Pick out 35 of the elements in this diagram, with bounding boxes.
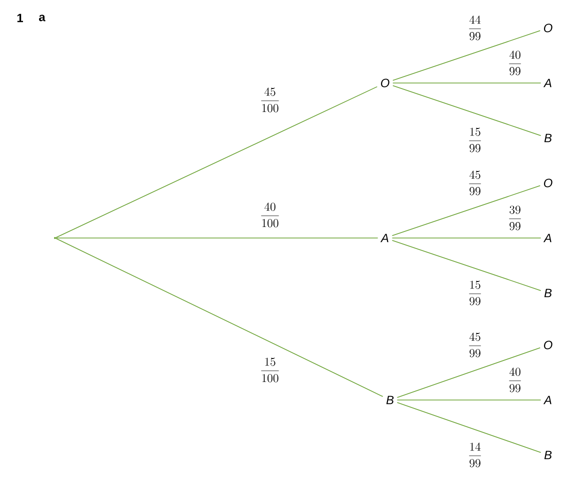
outcome-label: O (380, 78, 390, 88)
outcome-label: B (544, 288, 552, 298)
outcome-label: A (543, 396, 552, 404)
branch-line (392, 30, 541, 81)
probability-fraction: $\frac{15}{99}$ (466, 280, 484, 306)
probability-fraction: $\frac{45}{99}$ (466, 332, 484, 358)
probability-fraction: $\frac{45}{100}$ (259, 86, 282, 114)
outcome-label: B (544, 134, 552, 142)
branch-line (392, 82, 542, 84)
question-number: 1 (17, 14, 23, 22)
outcome-label: O (544, 24, 552, 32)
probability-fraction: $\frac{14}{99}$ (466, 442, 484, 468)
outcome-label: A (380, 234, 388, 242)
outcome-label: B (544, 450, 552, 460)
probability-fraction: $\frac{15}{100}$ (259, 356, 282, 384)
branch-line (56, 238, 384, 397)
outcome-label: O (544, 178, 552, 188)
outcome-label: O (544, 340, 552, 350)
branch-line (396, 402, 542, 453)
question-number: a (39, 14, 46, 22)
branch-line (56, 86, 378, 238)
probability-fraction: $\frac{15}{99}$ (466, 126, 484, 154)
probability-fraction: $\frac{44}{99}$ (466, 14, 484, 42)
probability-fraction: $\frac{40}{100}$ (259, 202, 282, 228)
probability-fraction: $\frac{45}{99}$ (466, 170, 484, 196)
branch-line (396, 347, 541, 398)
outcome-label: A (543, 234, 552, 242)
probability-fraction: $\frac{39}{99}$ (506, 204, 524, 232)
branch-line (392, 185, 541, 236)
probability-fraction: $\frac{40}{99}$ (506, 50, 524, 76)
branch-line (392, 240, 542, 291)
branch-line (392, 85, 542, 136)
outcome-label: B (386, 396, 394, 404)
probability-fraction: $\frac{40}{99}$ (506, 366, 524, 394)
outcome-label: A (543, 78, 552, 88)
